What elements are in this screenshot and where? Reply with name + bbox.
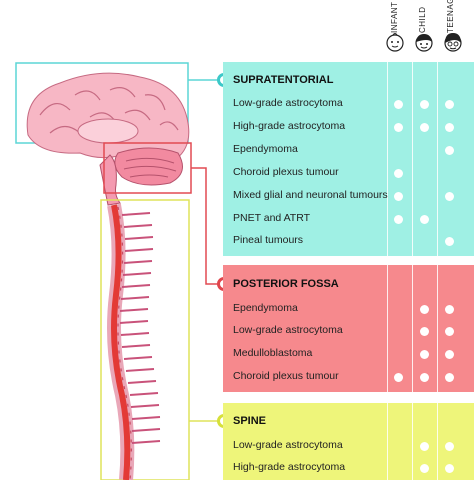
occurrence-dot <box>445 327 454 336</box>
occurrence-dot <box>445 237 454 246</box>
tumour-label: Pineal tumours <box>233 234 304 246</box>
occurrence-dot <box>420 464 429 473</box>
section-title: POSTERIOR FOSSA <box>233 278 339 290</box>
occurrence-dot <box>394 169 403 178</box>
occurrence-dot <box>394 215 403 224</box>
occurrence-dot <box>445 442 454 451</box>
section-title: SPINE <box>233 415 267 427</box>
occurrence-dot <box>445 192 454 201</box>
tumour-label: Low-grade astrocytoma <box>233 97 343 109</box>
tumour-label: Low-grade astrocytoma <box>233 439 343 451</box>
tumour-label: Ependymoma <box>233 143 298 155</box>
tumour-label: Mixed glial and neuronal tumours <box>233 189 388 201</box>
occurrence-dot <box>445 123 454 132</box>
occurrence-dot <box>445 100 454 109</box>
tumour-label: Choroid plexus tumour <box>233 370 339 382</box>
occurrence-dot <box>394 123 403 132</box>
infant-label: INFANT <box>390 1 399 33</box>
tumour-label: High-grade astrocytoma <box>233 120 346 132</box>
tumour-label: PNET and ATRT <box>233 212 311 224</box>
occurrence-dot <box>394 100 403 109</box>
occurrence-dot <box>394 373 403 382</box>
teenager-face-icon <box>444 33 462 52</box>
occurrence-dot <box>445 464 454 473</box>
occurrence-dot <box>445 373 454 382</box>
tumour-label: Medulloblastoma <box>233 347 313 359</box>
brain-icon <box>26 72 190 206</box>
tumour-label: Choroid plexus tumour <box>233 166 339 178</box>
occurrence-dot <box>420 327 429 336</box>
tumour-label: Low-grade astrocytoma <box>233 324 343 336</box>
occurrence-dot <box>420 100 429 109</box>
section-posterior-fossa: POSTERIOR FOSSA Ependymoma Low-grade ast… <box>223 265 474 392</box>
spine-outline <box>100 199 190 480</box>
spinal-column-icon <box>107 203 135 480</box>
section-supratentorial: SUPRATENTORIAL Low-grade astrocytoma Hig… <box>223 62 474 256</box>
tumour-label: Ependymoma <box>233 302 298 314</box>
vertebrae-icons <box>119 212 161 444</box>
occurrence-dot <box>445 146 454 155</box>
occurrence-dot <box>420 123 429 132</box>
occurrence-dot <box>420 305 429 314</box>
age-icons <box>386 33 462 52</box>
child-face-icon <box>415 34 433 52</box>
occurrence-dot <box>445 350 454 359</box>
occurrence-dot <box>420 215 429 224</box>
section-spine: SPINE Low-grade astrocytoma High-grade a… <box>223 403 474 480</box>
occurrence-dot <box>420 350 429 359</box>
brain-spine-illustration <box>15 62 222 480</box>
infant-face-icon <box>386 33 404 52</box>
child-label: CHILD <box>418 6 427 33</box>
posterior-fossa-connector <box>191 167 222 285</box>
section-title: SUPRATENTORIAL <box>233 74 334 86</box>
occurrence-dot <box>420 373 429 382</box>
tumour-label: High-grade astrocytoma <box>233 461 346 473</box>
teenager-label: TEENAGER <box>446 0 455 33</box>
occurrence-dot <box>394 192 403 201</box>
occurrence-dot <box>420 442 429 451</box>
occurrence-dot <box>445 305 454 314</box>
